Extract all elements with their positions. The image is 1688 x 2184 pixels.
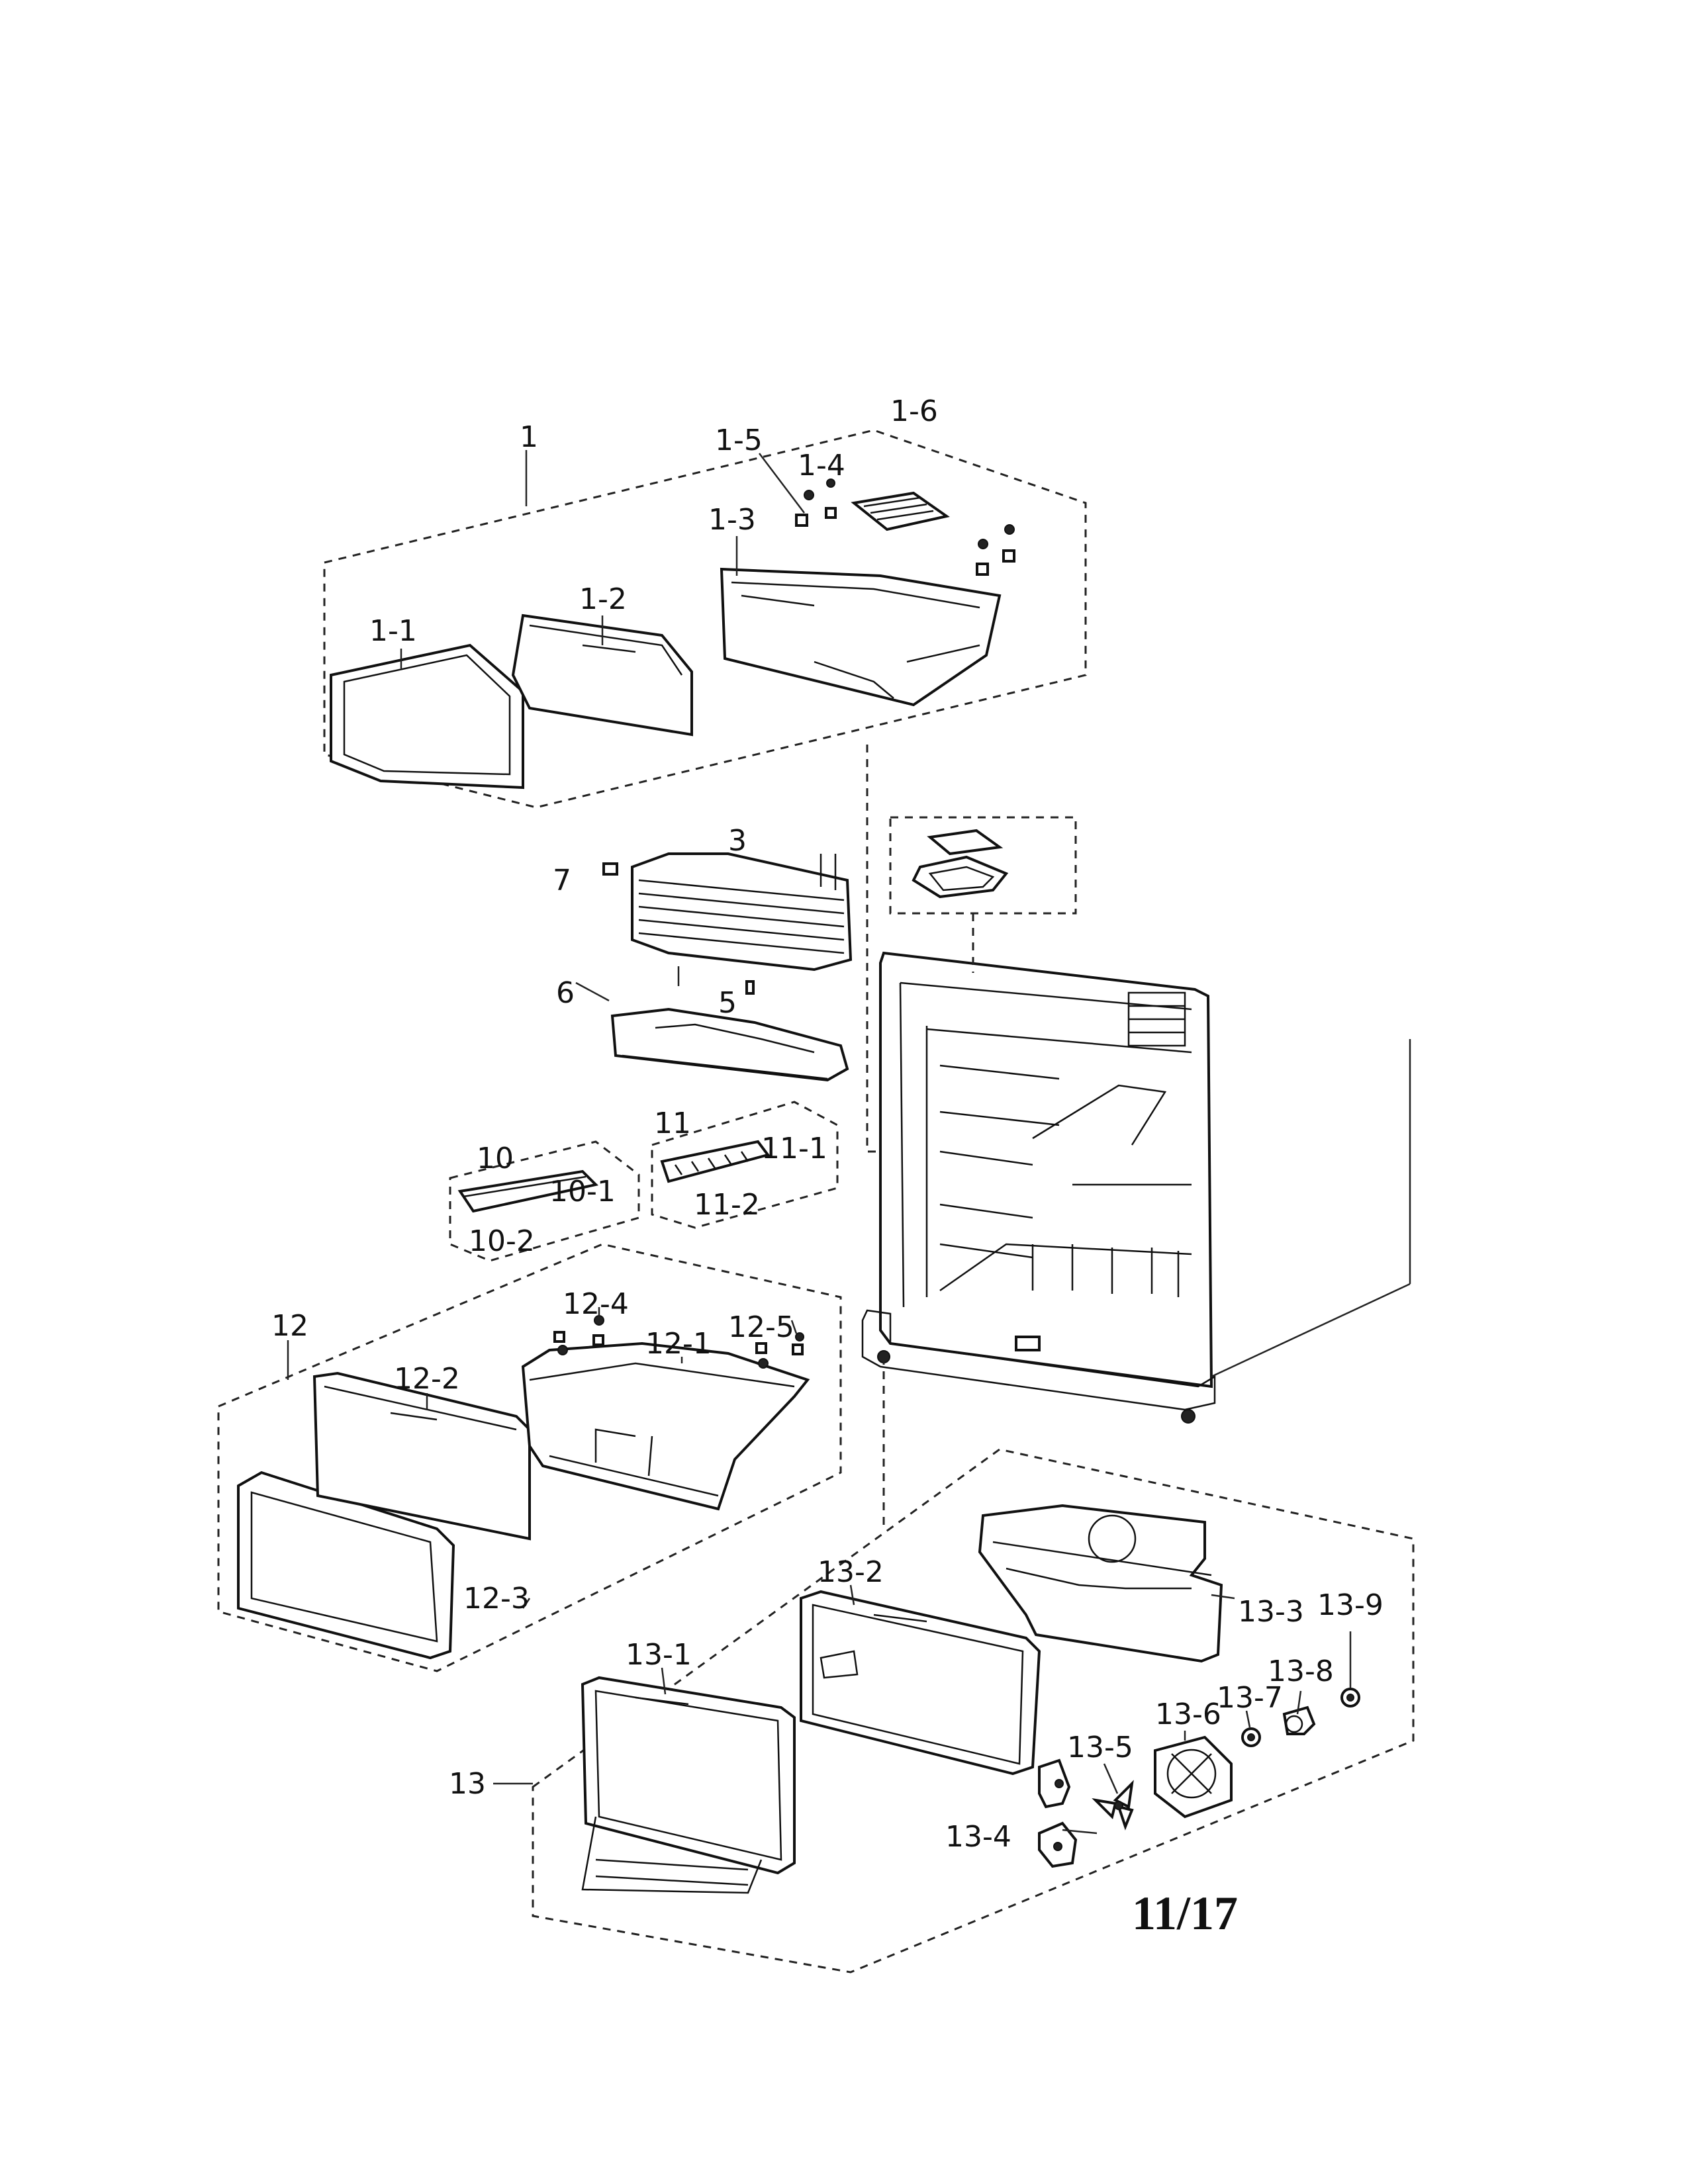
label-13-7: 13-7 — [1217, 1681, 1283, 1715]
label-13-1: 13-1 — [626, 1638, 692, 1672]
part-13-3-insulation — [978, 1504, 1223, 1663]
label-1-3: 1-3 — [708, 503, 756, 537]
part-labels: 1 1-5 1-4 1-6 1-3 1-2 1-1 3 7 5 6 10 10-… — [271, 394, 1383, 1854]
part-12-3-drawer-front — [237, 1471, 455, 1660]
group-12-lower-drawer-assembly — [217, 1243, 842, 1672]
part-1-4-screws — [804, 478, 1015, 549]
fan-cover-assembly — [889, 816, 1077, 915]
label-12: 12 — [271, 1309, 308, 1343]
label-12-5: 12-5 — [728, 1310, 794, 1344]
part-13-2-evaporator-cover — [800, 1590, 1041, 1776]
label-7: 7 — [553, 864, 571, 897]
part-1-2-drawer-cover — [511, 614, 693, 737]
label-13-4: 13-4 — [945, 1820, 1011, 1854]
label-1: 1 — [520, 420, 538, 454]
part-5-6-drain-tray — [575, 980, 849, 1082]
part-1-3-drawer-basket — [720, 567, 1002, 707]
part-13-9-grommet — [1340, 1688, 1360, 1707]
part-1-1-drawer-front — [330, 643, 524, 790]
label-12-3: 12-3 — [463, 1582, 530, 1615]
label-11-2: 11-2 — [694, 1188, 760, 1222]
page-number: 11/17 — [1132, 1887, 1238, 1940]
part-grille — [851, 491, 950, 531]
label-1-6: 1-6 — [890, 394, 938, 428]
label-1-5: 1-5 — [715, 424, 763, 457]
label-12-2: 12-2 — [394, 1362, 460, 1396]
label-1-2: 1-2 — [579, 582, 627, 616]
part-12-5-screws — [755, 1332, 804, 1369]
part-13-6-fan-shroud — [1154, 1735, 1233, 1819]
part-13-8-sensor — [1282, 1706, 1316, 1735]
part-13-7-grommet — [1241, 1727, 1261, 1747]
group-1-upper-drawer-assembly — [323, 429, 1087, 809]
group-10-assembly — [449, 1140, 640, 1262]
part-13-4-fan-motor — [1038, 1758, 1078, 1868]
group-11-assembly — [651, 1101, 839, 1229]
part-12-2-drawer-cover — [312, 1371, 531, 1541]
label-12-1: 12-1 — [645, 1327, 712, 1361]
label-13: 13 — [449, 1767, 486, 1801]
label-13-8: 13-8 — [1268, 1655, 1334, 1688]
label-11-1: 11-1 — [761, 1132, 827, 1165]
label-10-1: 10-1 — [549, 1175, 616, 1208]
label-1-1: 1-1 — [369, 614, 417, 648]
label-10-2: 10-2 — [469, 1224, 535, 1258]
label-6: 6 — [556, 976, 575, 1010]
group-13-evaporator-cover-assembly — [493, 1448, 1415, 1974]
part-7-clip — [602, 862, 618, 876]
connector-lines — [866, 745, 974, 1529]
part-3-evaporator — [631, 852, 853, 986]
label-13-3: 13-3 — [1238, 1595, 1304, 1629]
label-13-6: 13-6 — [1155, 1698, 1221, 1731]
label-5: 5 — [718, 986, 737, 1020]
label-13-5: 13-5 — [1067, 1731, 1133, 1764]
label-3: 3 — [728, 824, 747, 858]
label-11: 11 — [654, 1107, 691, 1140]
part-13-5-fan-blade — [1092, 1780, 1134, 1831]
part-13-1-evaporator-cover — [581, 1676, 796, 1894]
refrigerator-cabinet — [861, 951, 1411, 1424]
label-10: 10 — [477, 1142, 514, 1175]
part-12-1-drawer-basket — [521, 1342, 810, 1511]
label-12-4: 12-4 — [563, 1287, 629, 1321]
part-1-5-holders — [795, 507, 1015, 576]
label-1-4: 1-4 — [798, 449, 845, 482]
label-13-2: 13-2 — [818, 1555, 884, 1589]
label-13-9: 13-9 — [1317, 1588, 1383, 1622]
